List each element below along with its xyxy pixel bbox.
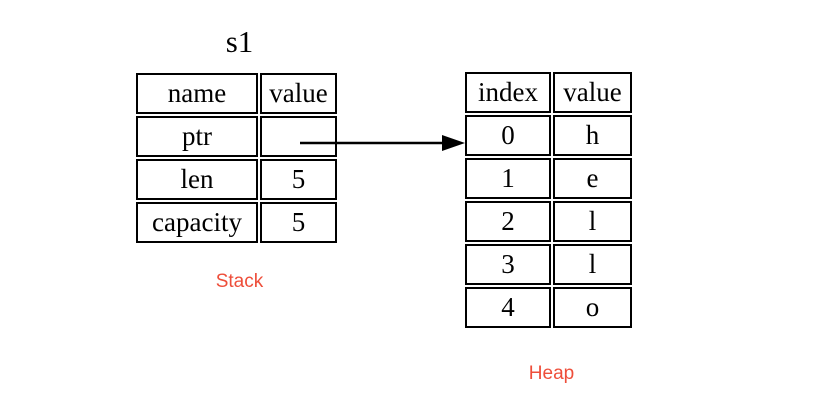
- stack-cell-capacity-value: 5: [260, 202, 337, 243]
- heap-cell-value-0: h: [553, 115, 632, 156]
- heap-cell-index-3: 3: [465, 244, 551, 285]
- heap-header-value: value: [553, 72, 632, 113]
- heap-table: index value 0 h 1 e 2 l 3 l 4 o: [465, 72, 632, 328]
- heap-cell-value-3: l: [553, 244, 632, 285]
- stack-cell-len-value: 5: [260, 159, 337, 200]
- heap-cell-value-1: e: [553, 158, 632, 199]
- stack-cell-ptr-name: ptr: [136, 116, 258, 157]
- heap-cell-index-1: 1: [465, 158, 551, 199]
- heap-cell-index-2: 2: [465, 201, 551, 242]
- heap-cell-value-4: o: [553, 287, 632, 328]
- heap-cell-index-4: 4: [465, 287, 551, 328]
- heap-cell-value-2: l: [553, 201, 632, 242]
- variable-title: s1: [225, 24, 254, 59]
- stack-cell-capacity-name: capacity: [136, 202, 258, 243]
- pointer-arrow: [300, 135, 465, 151]
- heap-cell-index-0: 0: [465, 115, 551, 156]
- stack-table: name value ptr len 5 capacity 5: [136, 73, 337, 243]
- stack-cell-ptr-value: [260, 116, 337, 157]
- stack-header-name: name: [136, 73, 258, 114]
- stack-header-value: value: [260, 73, 337, 114]
- stack-cell-len-name: len: [136, 159, 258, 200]
- arrowhead-icon: [442, 135, 465, 151]
- stack-label: Stack: [215, 271, 264, 292]
- heap-label: Heap: [528, 363, 575, 384]
- heap-header-index: index: [465, 72, 551, 113]
